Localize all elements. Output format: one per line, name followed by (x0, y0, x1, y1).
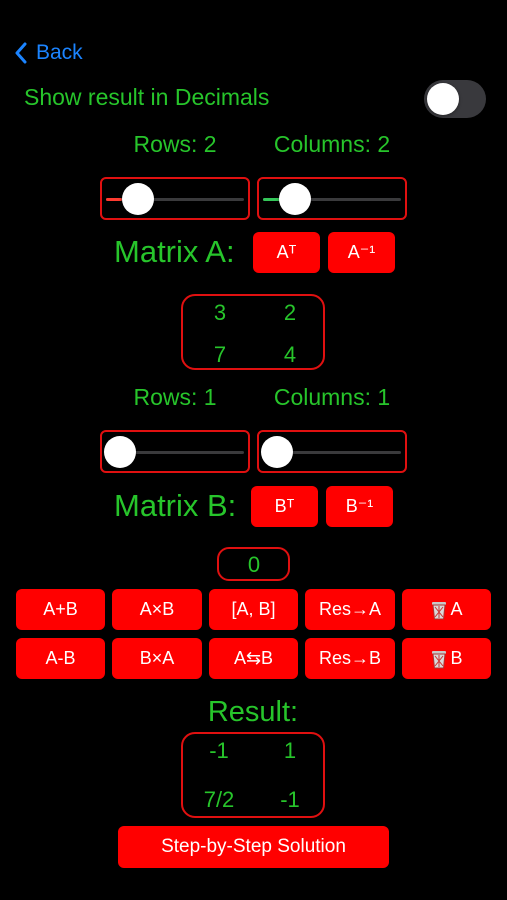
clear-b-label: B (450, 648, 463, 668)
commutator-button[interactable]: [A, B] (209, 589, 298, 630)
slider-thumb[interactable] (279, 182, 311, 215)
matrix-a-title: Matrix A: (114, 234, 235, 269)
trash-icon (432, 601, 447, 619)
back-label: Back (36, 41, 83, 64)
transpose-b-button[interactable]: Bᵀ (251, 486, 318, 527)
result-to-b-button[interactable]: Res→B (305, 638, 395, 679)
step-by-step-button[interactable]: Step-by-Step Solution (118, 826, 389, 868)
matrix-a-cols-slider[interactable] (257, 177, 407, 220)
swap-button[interactable]: A⇆B (209, 638, 298, 679)
matrix-b-cols-label: Columns: 1 (273, 384, 391, 410)
slider-thumb[interactable] (104, 435, 136, 468)
result-cell: -1 (280, 787, 300, 812)
matrix-a-rows-label: Rows: 2 (133, 131, 217, 157)
slider-fill (263, 197, 281, 201)
clear-a-label: A (450, 599, 463, 619)
matrix-a-cell[interactable]: 3 (213, 300, 227, 325)
matrix-b-cell[interactable]: 0 (247, 552, 261, 577)
chevron-left-icon (15, 42, 27, 64)
add-button[interactable]: A+B (16, 589, 105, 630)
clear-b-button[interactable]: B (402, 638, 491, 679)
slider-track (106, 197, 244, 201)
slider-thumb[interactable] (122, 182, 154, 215)
slider-fill (106, 197, 122, 201)
slider-track (106, 450, 244, 454)
transpose-a-button[interactable]: Aᵀ (253, 232, 320, 273)
trash-icon (432, 650, 447, 668)
matrix-a-cols-label: Columns: 2 (273, 131, 391, 157)
result-cell: -1 (209, 738, 229, 763)
decimals-label: Show result in Decimals (24, 84, 270, 110)
matrix-a-cell[interactable]: 4 (283, 342, 297, 367)
result-cell: 1 (283, 738, 297, 763)
subtract-button[interactable]: A-B (16, 638, 105, 679)
matrix-a-grid[interactable]: 3 2 7 4 (181, 294, 325, 370)
slider-track (263, 197, 401, 201)
toggle-knob (427, 83, 459, 115)
result-cell: 7/2 (203, 787, 235, 812)
matrix-b-cols-slider[interactable] (257, 430, 407, 473)
slider-thumb[interactable] (261, 435, 293, 468)
matrix-b-rows-slider[interactable] (100, 430, 250, 473)
result-grid: -1 1 7/2 -1 (181, 732, 325, 818)
matrix-b-title: Matrix B: (114, 488, 237, 523)
multiply-ab-button[interactable]: A×B (112, 589, 202, 630)
matrix-a-cell[interactable]: 7 (213, 342, 227, 367)
decimals-toggle[interactable] (424, 80, 486, 118)
multiply-ba-button[interactable]: B×A (112, 638, 202, 679)
inverse-a-button[interactable]: A⁻¹ (328, 232, 395, 273)
matrix-b-rows-label: Rows: 1 (133, 384, 217, 410)
result-title: Result: (207, 696, 299, 728)
matrix-a-rows-slider[interactable] (100, 177, 250, 220)
back-button[interactable]: Back (14, 38, 83, 68)
matrix-a-cell[interactable]: 2 (283, 300, 297, 325)
matrix-b-grid[interactable]: 0 (217, 547, 290, 581)
slider-track (263, 450, 401, 454)
inverse-b-button[interactable]: B⁻¹ (326, 486, 393, 527)
clear-a-button[interactable]: A (402, 589, 491, 630)
result-to-a-button[interactable]: Res→A (305, 589, 395, 630)
